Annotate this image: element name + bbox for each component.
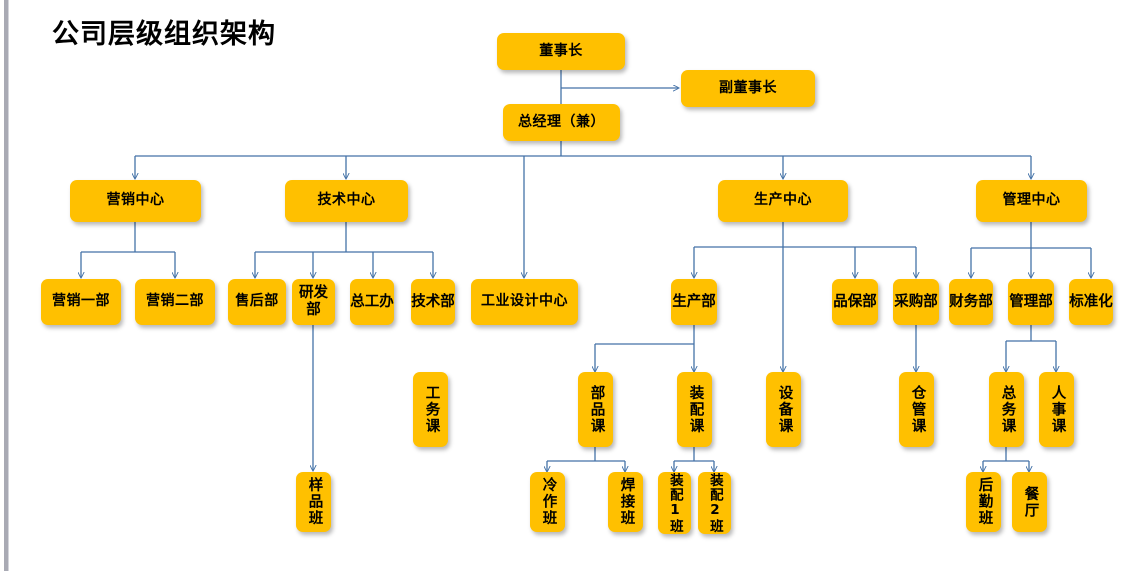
- node-production-dept[interactable]: 生产部: [671, 279, 717, 325]
- node-logistics-team[interactable]: 后勤班: [966, 472, 1001, 532]
- node-quality-dept[interactable]: 品保部: [832, 279, 878, 325]
- node-standardization[interactable]: 标准化: [1069, 279, 1113, 325]
- node-production-center[interactable]: 生产中心: [718, 180, 848, 222]
- node-finance-dept[interactable]: 财务部: [949, 279, 993, 325]
- node-industrial-design-center[interactable]: 工业设计中心: [471, 279, 578, 325]
- node-chairman[interactable]: 董事长: [497, 33, 625, 70]
- node-marketing-dept-2[interactable]: 营销二部: [135, 279, 215, 325]
- node-admin-dept[interactable]: 管理部: [1008, 279, 1054, 325]
- left-rail-edge: [8, 0, 9, 571]
- node-equipment-section[interactable]: 设备课: [766, 372, 801, 447]
- node-rd-dept[interactable]: 研发部: [292, 279, 335, 325]
- node-assembly-team-2[interactable]: 装配2班: [698, 472, 731, 534]
- node-welding-team[interactable]: 焊接班: [608, 472, 643, 532]
- node-management-center[interactable]: 管理中心: [976, 180, 1087, 222]
- node-purchasing-dept[interactable]: 采购部: [893, 279, 939, 325]
- node-marketing-dept-1[interactable]: 营销一部: [41, 279, 121, 325]
- node-vice-chairman[interactable]: 副董事长: [681, 70, 815, 107]
- node-after-sales-dept[interactable]: 售后部: [228, 279, 286, 325]
- node-assembly-section[interactable]: 装配课: [677, 372, 712, 447]
- left-scroll-rail[interactable]: [4, 0, 8, 571]
- node-technology-dept[interactable]: 技术部: [411, 279, 455, 325]
- node-hr-section[interactable]: 人事课: [1039, 372, 1074, 447]
- node-assembly-team-1[interactable]: 装配1班: [658, 472, 691, 534]
- node-warehouse-section[interactable]: 仓管课: [899, 372, 934, 447]
- node-parts-section[interactable]: 部品课: [578, 372, 613, 447]
- page-title: 公司层级组织架构: [52, 19, 276, 50]
- node-tech-center[interactable]: 技术中心: [285, 180, 408, 222]
- node-chief-engineer-office[interactable]: 总工办: [350, 279, 394, 325]
- node-works-section[interactable]: 工务课: [413, 372, 448, 447]
- node-marketing-center[interactable]: 营销中心: [70, 180, 201, 222]
- node-canteen[interactable]: 餐厅: [1012, 472, 1047, 532]
- node-general-affairs-section[interactable]: 总务课: [989, 372, 1024, 447]
- node-general-manager[interactable]: 总经理（兼）: [503, 104, 620, 141]
- node-cold-work-team[interactable]: 冷作班: [530, 472, 565, 532]
- node-sample-team[interactable]: 样品班: [296, 472, 331, 532]
